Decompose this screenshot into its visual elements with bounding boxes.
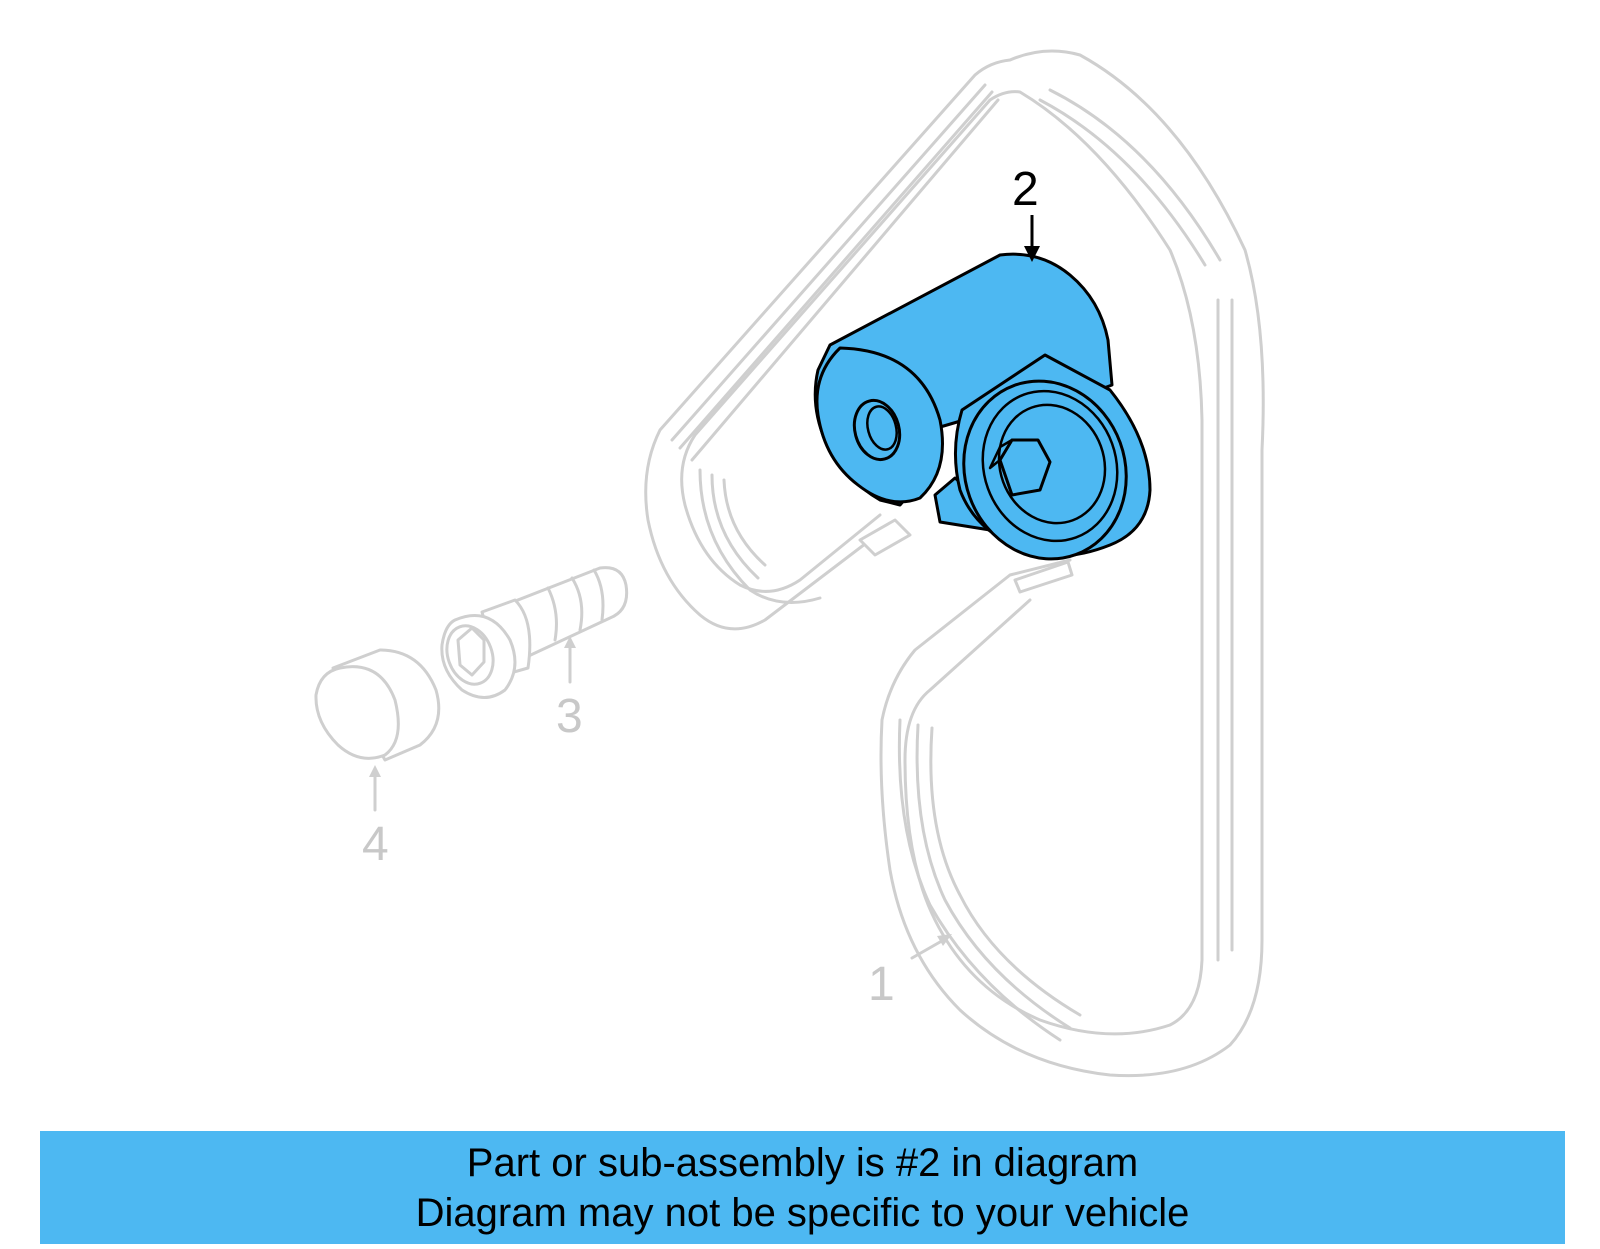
footer-banner: Part or sub-assembly is #2 in diagram Di…: [40, 1131, 1565, 1244]
belt-tensioner-part-2: 2: [813, 163, 1152, 561]
callout-number-2: 2: [1012, 163, 1039, 216]
callout-arrowhead-1: [937, 934, 952, 946]
callout-number-3: 3: [556, 690, 583, 743]
callout-arrowhead-2: [1024, 246, 1040, 262]
callout-number-1: 1: [868, 958, 895, 1011]
footer-line-part-reference: Part or sub-assembly is #2 in diagram: [466, 1140, 1139, 1185]
callout-number-4: 4: [362, 818, 389, 871]
drive-belt-part-1: 1: [644, 49, 1265, 1078]
callout-arrowhead-3: [564, 636, 576, 648]
bolt-part-3: 3: [440, 566, 629, 743]
footer-line-disclaimer: Diagram may not be specific to your vehi…: [415, 1190, 1190, 1235]
callout-arrowhead-4: [369, 765, 381, 777]
cap-part-4: 4: [314, 648, 441, 871]
parts-diagram: 1 2: [314, 49, 1265, 1078]
mounting-bore: [852, 398, 902, 462]
